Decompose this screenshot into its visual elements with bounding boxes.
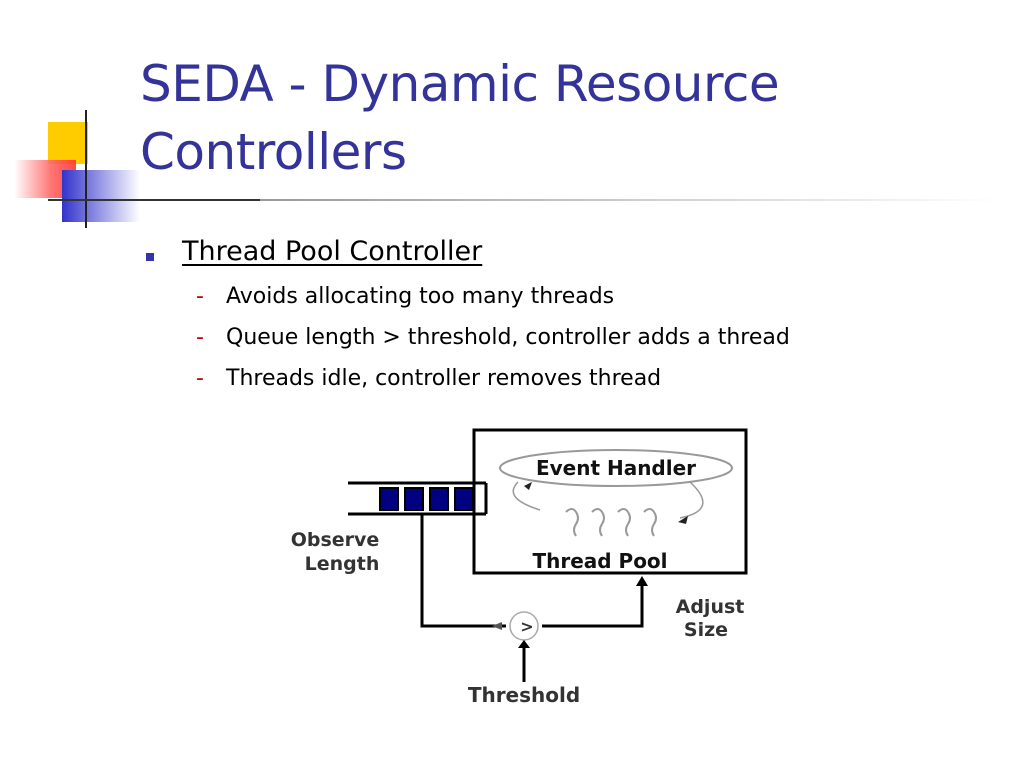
event-handler-ellipse xyxy=(499,449,733,487)
cycle-arc-right xyxy=(679,481,704,519)
threads-icon xyxy=(565,508,657,537)
title-underline xyxy=(260,199,1000,201)
thread-pool-label: Thread Pool xyxy=(532,549,667,573)
arrow-right-icon xyxy=(678,516,688,524)
dash-marker: - xyxy=(196,325,204,350)
dash-marker: - xyxy=(196,284,204,309)
adjust-label: Adjust xyxy=(676,596,745,618)
adjust-line xyxy=(542,580,644,628)
queue-slot xyxy=(404,487,424,511)
comparator-symbol: > xyxy=(520,617,533,636)
title-line-2: Controllers xyxy=(140,123,407,181)
corner-decoration xyxy=(14,110,260,228)
observe-label: Observe xyxy=(291,529,380,551)
queue-slot xyxy=(454,487,474,511)
thread-pool-controller-diagram: Event Handler Thread Pool Observe Length… xyxy=(291,428,748,707)
observe-line xyxy=(420,514,506,628)
slide-title: SEDA - Dynamic Resource Controllers xyxy=(140,50,1000,186)
event-handler-label: Event Handler xyxy=(536,456,696,480)
length-label: Length xyxy=(305,553,380,575)
title-line-1: SEDA - Dynamic Resource xyxy=(140,55,780,113)
queue-slot xyxy=(429,487,449,511)
subbullet-1: -Avoids allocating too many threads xyxy=(196,284,614,309)
size-label: Size xyxy=(684,619,728,641)
subbullet-3: -Threads idle, controller removes thread xyxy=(196,366,661,391)
subbullet-2: -Queue length > threshold, controller ad… xyxy=(196,325,790,350)
subbullet-text: Threads idle, controller removes thread xyxy=(226,366,662,391)
adjust-arrow-icon xyxy=(636,576,648,586)
dash-marker: - xyxy=(196,366,204,391)
bullet-thread-pool-controller: Thread Pool Controller xyxy=(182,236,483,267)
cycle-arc-left xyxy=(512,481,541,511)
comparator-arrow-icon xyxy=(492,622,502,630)
threshold-arrow-icon xyxy=(518,640,530,648)
threshold-label: Threshold xyxy=(468,683,580,707)
bullet-square-icon xyxy=(146,253,154,261)
subbullet-text: Queue length > threshold, controller add… xyxy=(226,325,790,350)
arrow-left-icon xyxy=(524,482,532,490)
queue-slot xyxy=(379,487,399,511)
subbullet-text: Avoids allocating too many threads xyxy=(226,284,615,309)
